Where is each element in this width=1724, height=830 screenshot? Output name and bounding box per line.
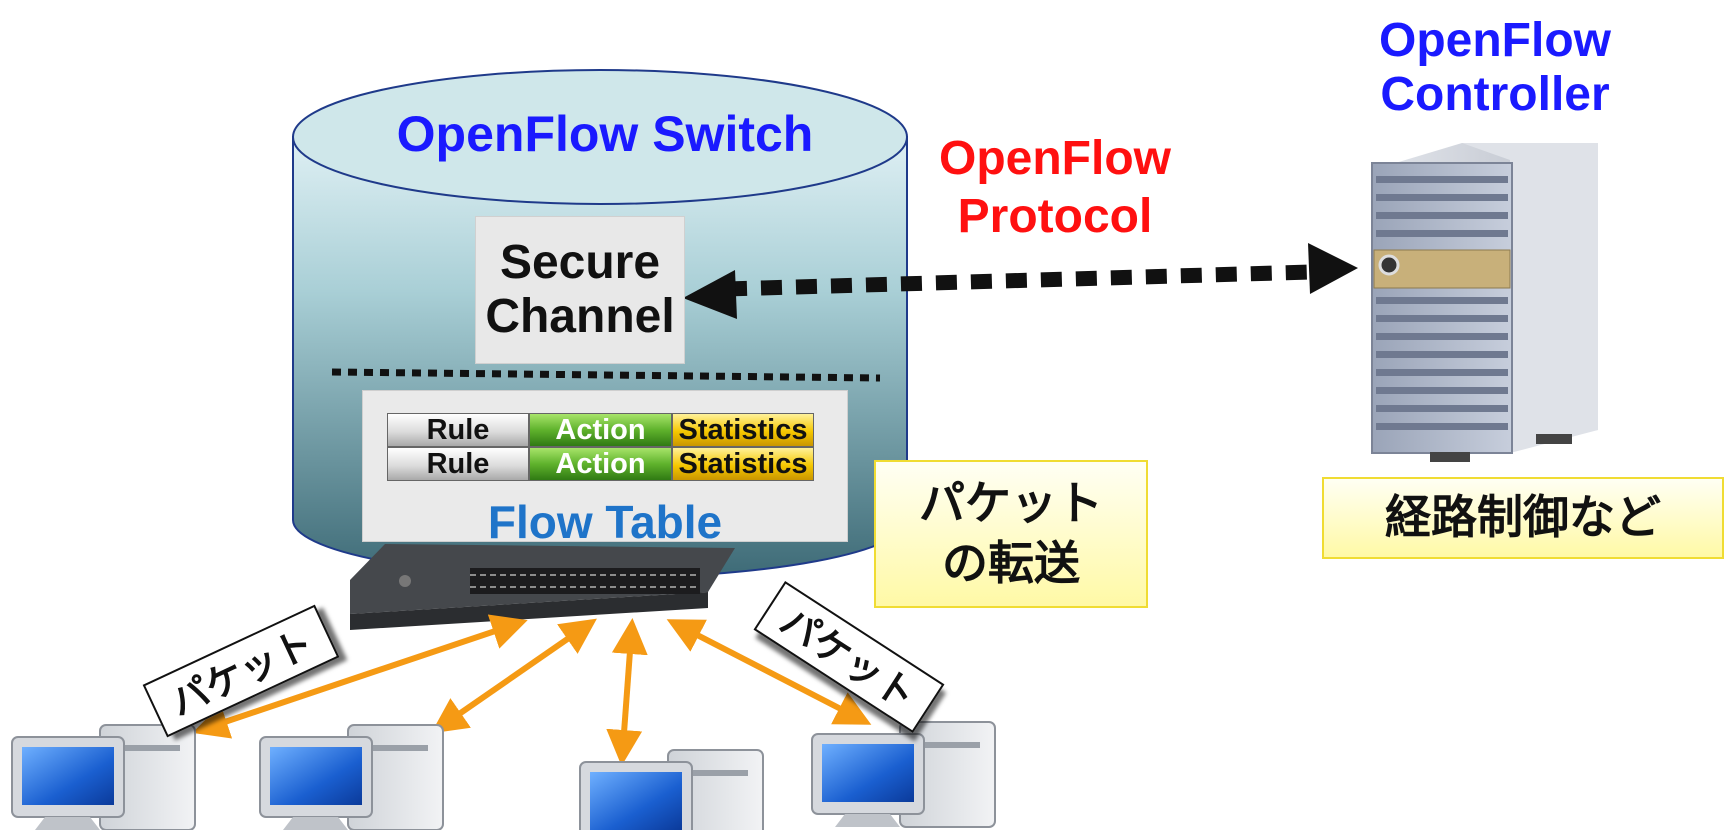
secure-channel-line2: Channel xyxy=(485,290,675,343)
network-switch-image xyxy=(350,544,735,630)
controller-label-line1: OpenFlow xyxy=(1379,14,1611,67)
client-pc-1 xyxy=(11,724,196,830)
secure-channel-line1: Secure xyxy=(499,236,661,290)
controller-label: OpenFlow Controller xyxy=(1330,14,1660,122)
protocol-label: OpenFlow Protocol xyxy=(905,130,1205,245)
switch-title: OpenFlow Switch xyxy=(396,106,814,162)
flow-table-row: Rule Action Statistics xyxy=(387,413,814,447)
flow-action-cell: Action xyxy=(529,447,672,481)
client-pc-3 xyxy=(579,749,764,830)
flow-statistics-cell: Statistics xyxy=(672,413,814,447)
controller-server-image xyxy=(1371,143,1598,462)
secure-channel-box: Secure Channel xyxy=(475,216,685,364)
switch-separator-line xyxy=(331,368,881,382)
openflow-protocol-arrow xyxy=(683,243,1358,319)
flow-rule-cell: Rule xyxy=(387,447,529,481)
routing-control-text: 経路制御など xyxy=(1385,490,1661,545)
controller-label-line2: Controller xyxy=(1380,67,1610,121)
protocol-label-line2: Protocol xyxy=(957,189,1153,243)
client-pc-4 xyxy=(811,721,996,828)
forwarding-line2: の転送 xyxy=(942,536,1080,590)
flow-table-panel: Rule Action Statistics Rule Action Stati… xyxy=(362,390,848,548)
protocol-label-line1: OpenFlow xyxy=(939,132,1171,185)
flow-table-title: Flow Table xyxy=(487,496,723,548)
flow-action-cell: Action xyxy=(529,413,672,447)
forwarding-line1: パケット xyxy=(919,476,1103,531)
packet-arrows xyxy=(192,614,872,766)
client-pc-2 xyxy=(259,724,444,830)
flow-table-row: Rule Action Statistics xyxy=(387,447,814,481)
routing-control-callout: 経路制御など xyxy=(1322,477,1724,559)
packet-forwarding-callout: パケット の転送 xyxy=(874,460,1148,608)
flow-statistics-cell: Statistics xyxy=(672,447,814,481)
flow-rule-cell: Rule xyxy=(387,413,529,447)
